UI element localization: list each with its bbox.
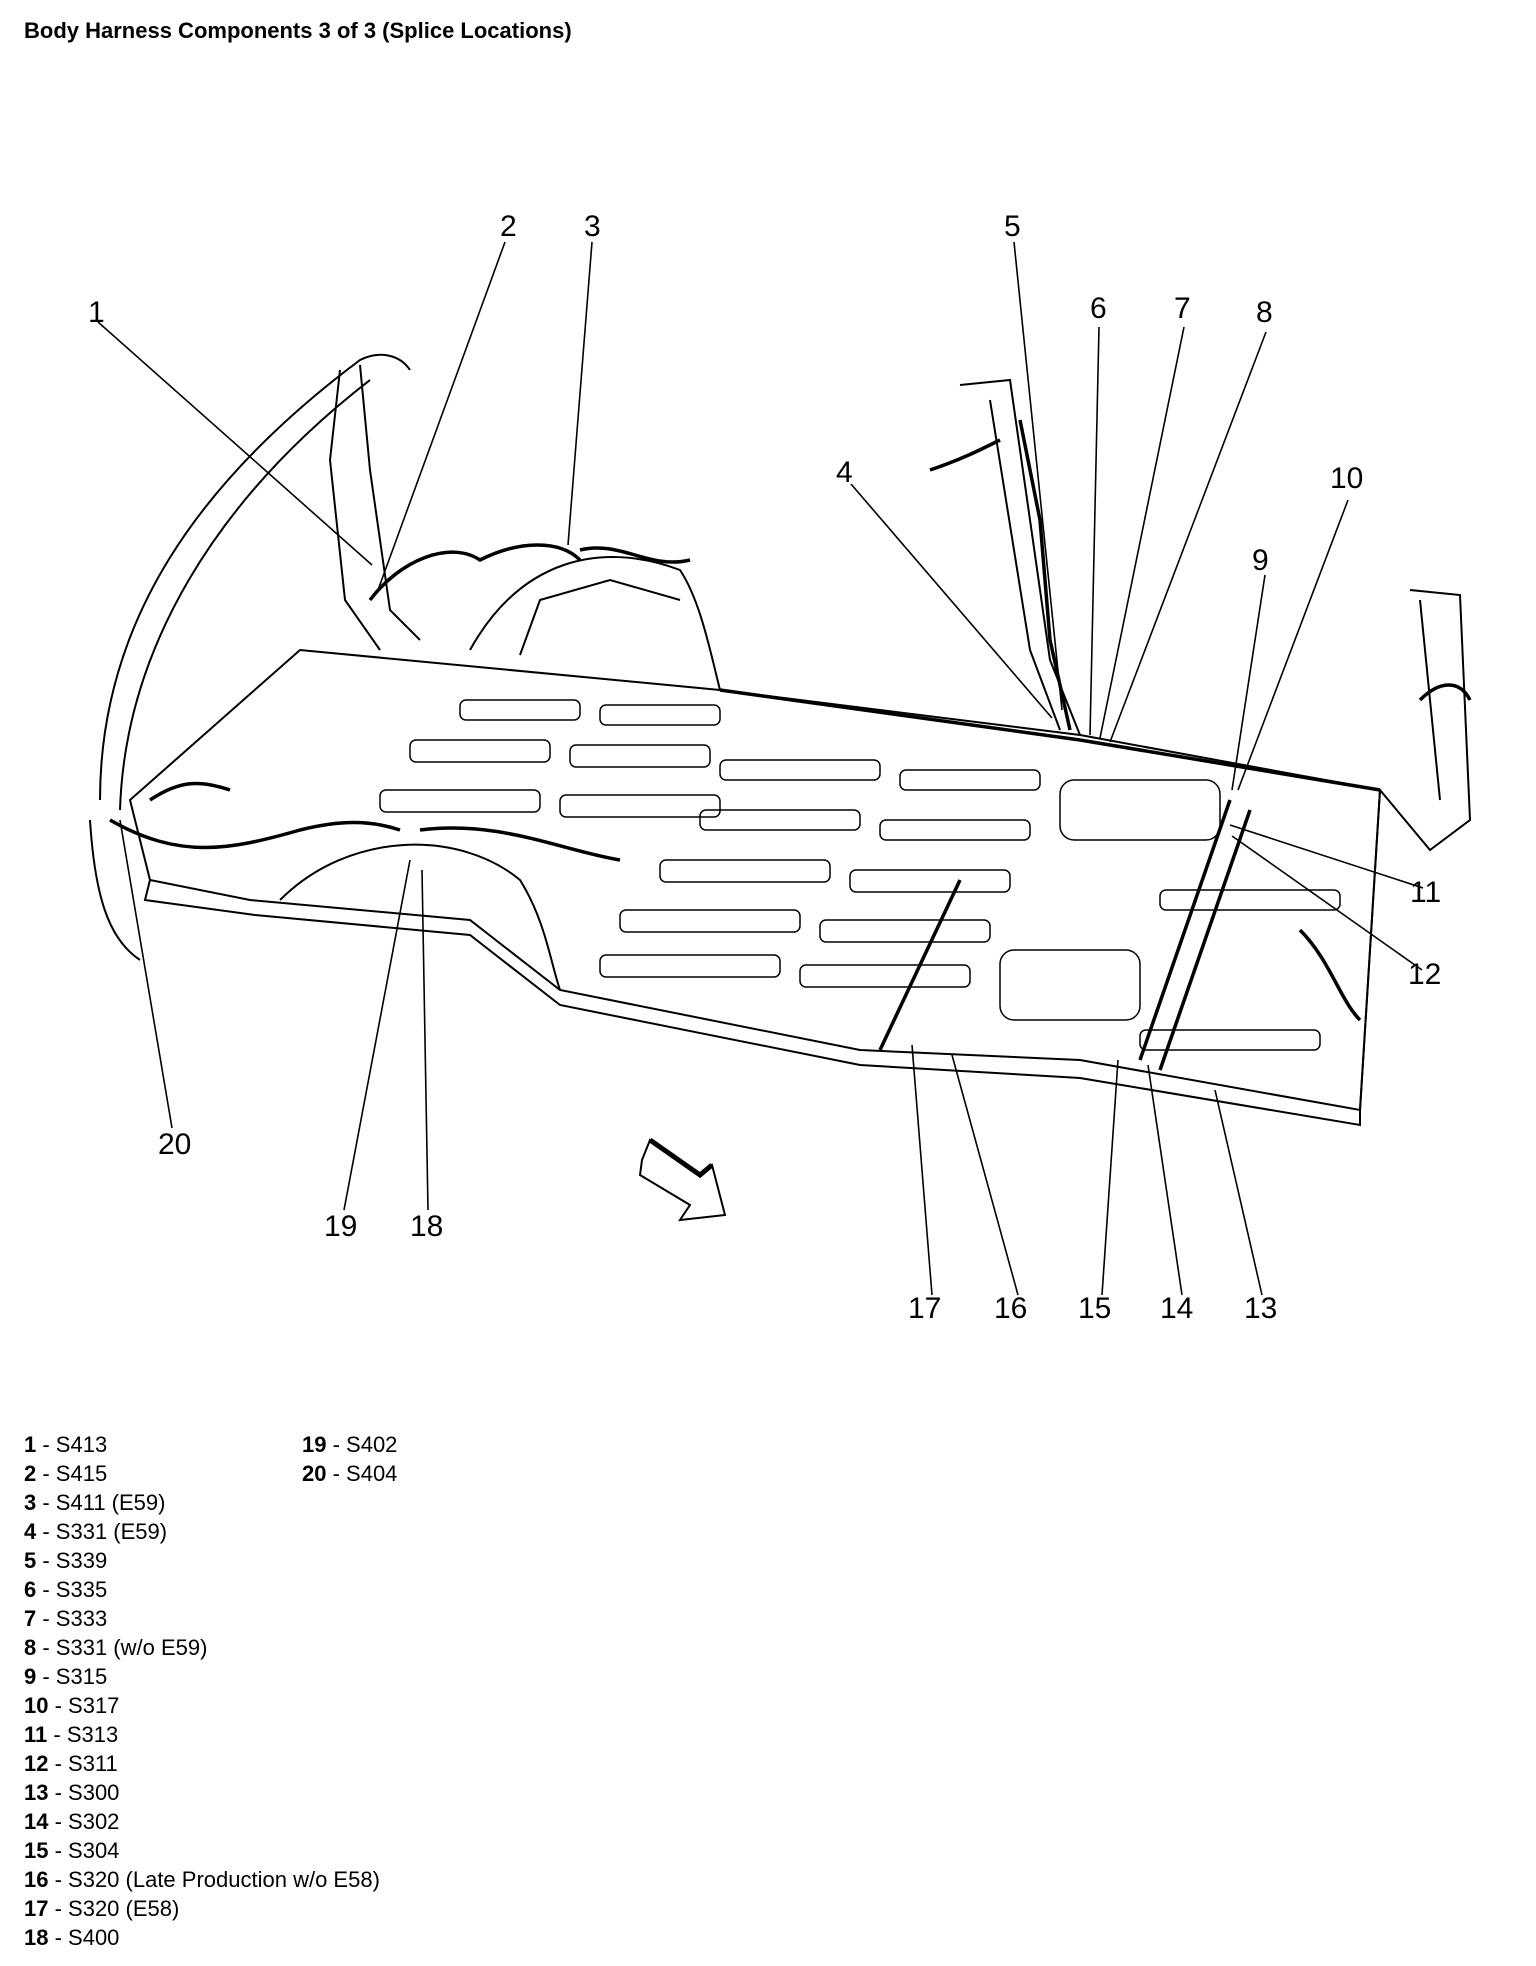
legend-item-label: - S311 [48, 1751, 118, 1776]
callout-15: 15 [1078, 1292, 1111, 1325]
legend-item-label: - S411 (E59) [36, 1490, 166, 1515]
legend-item-number: 17 [24, 1896, 49, 1921]
legend-item-label: - S320 (E58) [48, 1896, 180, 1921]
legend-item-number: 13 [24, 1780, 49, 1805]
legend-item: 16 - S320 (Late Production w/o E58) [24, 1865, 380, 1894]
legend-item: 10 - S317 [24, 1691, 380, 1720]
legend-item-label: - S317 [48, 1693, 120, 1718]
callout-17: 17 [908, 1292, 941, 1325]
legend-item-label: - S404 [326, 1461, 398, 1486]
legend-item-number: 7 [24, 1606, 37, 1631]
legend-item: 2 - S415 [24, 1459, 380, 1488]
legend-item-number: 4 [24, 1519, 37, 1544]
legend-item: 8 - S331 (w/o E59) [24, 1633, 380, 1662]
legend-item-number: 15 [24, 1838, 49, 1863]
legend-item-number: 12 [24, 1751, 49, 1776]
legend-item: 9 - S315 [24, 1662, 380, 1691]
legend-item-label: - S320 (Late Production w/o E58) [48, 1867, 380, 1892]
legend-item-label: - S402 [326, 1432, 398, 1457]
legend-item: 4 - S331 (E59) [24, 1517, 380, 1546]
legend-item-number: 6 [24, 1577, 37, 1602]
callout-7: 7 [1174, 292, 1191, 325]
legend-item: 5 - S339 [24, 1546, 380, 1575]
legend-item-number: 18 [24, 1925, 49, 1950]
legend-item-label: - S304 [48, 1838, 120, 1863]
legend-item-label: - S331 (w/o E59) [36, 1635, 208, 1660]
legend-item: 19 - S402 [302, 1430, 397, 1459]
callout-10: 10 [1330, 462, 1363, 495]
callout-numbers: 1 2 3 4 5 6 7 8 9 10 11 12 13 14 15 16 1… [88, 210, 1441, 1325]
legend-item-number: 2 [24, 1461, 37, 1486]
callout-4: 4 [836, 456, 853, 489]
legend-item-label: - S300 [48, 1780, 120, 1805]
floor-ribs [379, 699, 1341, 1051]
legend-item: 17 - S320 (E58) [24, 1894, 380, 1923]
legend-item: 12 - S311 [24, 1749, 380, 1778]
legend-item: 20 - S404 [302, 1459, 397, 1488]
legend-item: 3 - S411 (E59) [24, 1488, 380, 1517]
front-direction-arrow-icon [638, 1137, 727, 1222]
legend-item-number: 1 [24, 1432, 37, 1457]
callout-9: 9 [1252, 544, 1269, 577]
legend-item-label: - S302 [48, 1809, 120, 1834]
callout-5: 5 [1004, 210, 1021, 243]
legend-item-number: 8 [24, 1635, 37, 1660]
leader-lines [97, 241, 1424, 1296]
legend-item-number: 14 [24, 1809, 49, 1834]
legend-item-label: - S415 [36, 1461, 108, 1486]
callout-11: 11 [1410, 876, 1441, 909]
legend-item-number: 10 [24, 1693, 49, 1718]
callout-20: 20 [158, 1128, 191, 1161]
legend-item: 11 - S313 [24, 1720, 380, 1749]
legend-item-label: - S313 [47, 1722, 119, 1747]
legend-item: 15 - S304 [24, 1836, 380, 1865]
legend-item-label: - S333 [36, 1606, 108, 1631]
legend-item: 18 - S400 [24, 1923, 380, 1952]
callout-6: 6 [1090, 292, 1107, 325]
legend-item-label: - S335 [36, 1577, 108, 1602]
legend-item-number: 20 [302, 1461, 327, 1486]
legend-item-number: 9 [24, 1664, 37, 1689]
legend-item: 13 - S300 [24, 1778, 380, 1807]
harness-diagram: 1 2 3 4 5 6 7 8 9 10 11 12 13 14 15 16 1… [88, 210, 1472, 1325]
callout-13: 13 [1244, 1292, 1277, 1325]
callout-8: 8 [1256, 296, 1273, 329]
legend-item: 6 - S335 [24, 1575, 380, 1604]
legend-item-label: - S400 [48, 1925, 120, 1950]
page-title: Body Harness Components 3 of 3 (Splice L… [24, 18, 572, 43]
legend-item-number: 3 [24, 1490, 37, 1515]
callout-2: 2 [500, 210, 517, 243]
wiring-harness [109, 419, 1472, 1071]
callout-12: 12 [1408, 958, 1441, 991]
legend-item: 1 - S413 [24, 1430, 380, 1459]
legend-item-label: - S339 [36, 1548, 108, 1573]
legend-item-label: - S413 [36, 1432, 108, 1457]
legend-item-number: 5 [24, 1548, 37, 1573]
legend-item-number: 16 [24, 1867, 49, 1892]
legend-item: 7 - S333 [24, 1604, 380, 1633]
callout-19: 19 [324, 1210, 357, 1243]
legend-item-number: 19 [302, 1432, 327, 1457]
legend-item-label: - S315 [36, 1664, 108, 1689]
legend-item: 14 - S302 [24, 1807, 380, 1836]
legend-item-number: 11 [24, 1722, 48, 1747]
callout-18: 18 [410, 1210, 443, 1243]
callout-16: 16 [994, 1292, 1027, 1325]
callout-1: 1 [88, 296, 105, 329]
callout-3: 3 [584, 210, 601, 243]
callout-14: 14 [1160, 1292, 1193, 1325]
floor-pan [89, 353, 1472, 1127]
legend-item-label: - S331 (E59) [36, 1519, 168, 1544]
